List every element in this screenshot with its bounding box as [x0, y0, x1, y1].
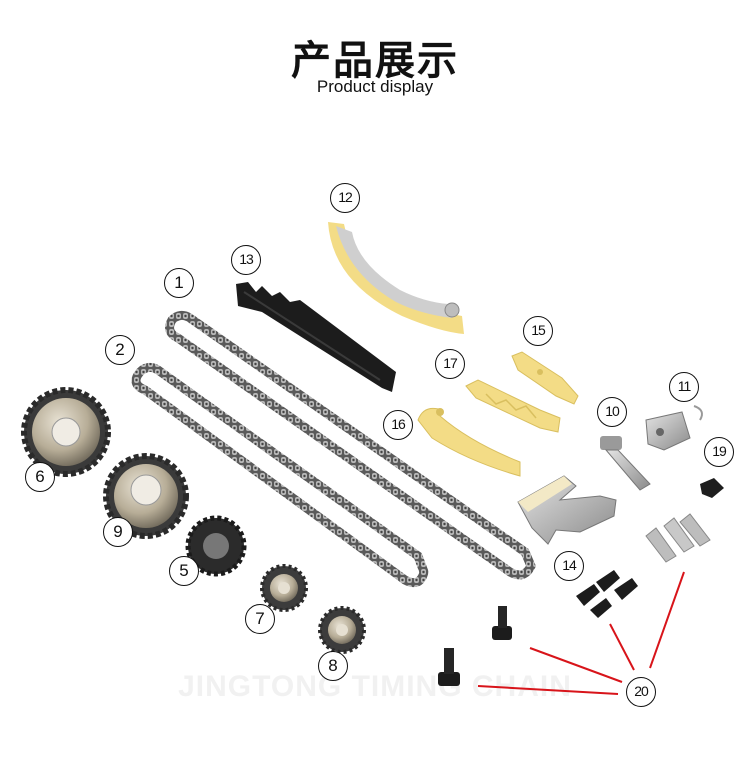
camshaft-sprocket-9 [103, 453, 189, 539]
callout-7: 7 [245, 604, 275, 634]
chain-guide-yellow-15 [511, 351, 579, 405]
timing-chain-2 [131, 362, 429, 588]
leader-lines [477, 571, 685, 695]
sprocket-7 [260, 564, 308, 612]
callout-17: 17 [435, 349, 465, 379]
callout-14: 14 [554, 551, 584, 581]
callout-5: 5 [169, 556, 199, 586]
camshaft-sprocket-6 [21, 387, 111, 477]
callout-6: 6 [25, 462, 55, 492]
callout-12: 12 [330, 183, 360, 213]
crank-sprocket-5 [185, 515, 247, 577]
bolt-black-2 [438, 648, 460, 686]
callout-16: 16 [383, 410, 413, 440]
tensioner-body [645, 405, 703, 451]
page-title: 产品展示 [291, 38, 459, 84]
bolt-black-1 [492, 606, 512, 640]
timing-chain-1 [165, 310, 536, 580]
callout-2: 2 [105, 335, 135, 365]
callout-10: 10 [597, 397, 627, 427]
callout-20: 20 [626, 677, 656, 707]
callout-15: 15 [523, 316, 553, 346]
small-black-clip [700, 478, 724, 498]
callout-11: 11 [669, 372, 699, 402]
callout-9: 9 [103, 517, 133, 547]
chain-guide-yellow-curved [328, 222, 464, 334]
callout-19: 19 [704, 437, 734, 467]
sprocket-8 [318, 606, 366, 654]
tensioner-guide-assembly [517, 475, 617, 545]
callout-1: 1 [164, 268, 194, 298]
hydraulic-tensioner [600, 436, 651, 491]
chain-guide-black [236, 282, 396, 392]
callout-13: 13 [231, 245, 261, 275]
chain-guide-yellow-16 [417, 407, 521, 477]
watermark-text: JINGTONG TIMING CHAIN [178, 670, 572, 703]
callout-8: 8 [318, 651, 348, 681]
chain-guide-yellow-17 [465, 379, 561, 433]
bolt-set-black [576, 570, 638, 618]
bolt-set-silver [645, 513, 711, 563]
page-subtitle: Product display [316, 77, 434, 96]
